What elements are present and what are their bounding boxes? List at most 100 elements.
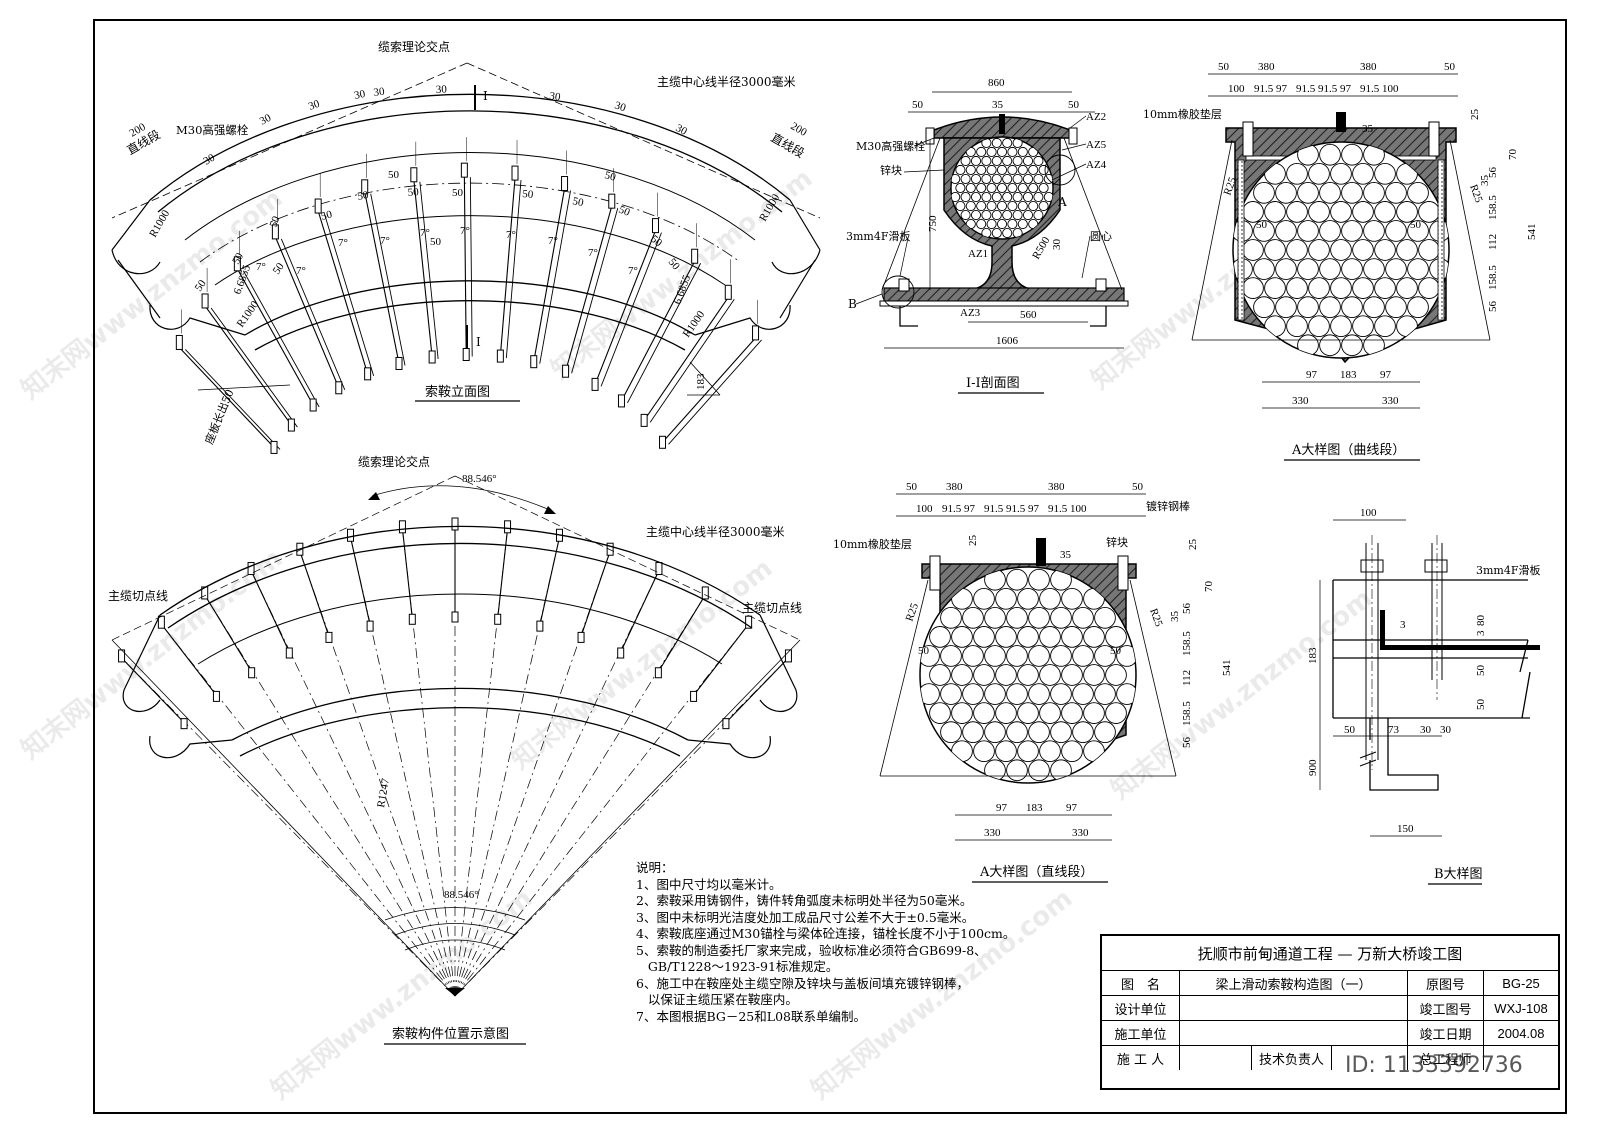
cable-strand <box>962 606 984 629</box>
dim-50: 50 <box>388 169 400 181</box>
tangent-line <box>454 475 801 641</box>
dim-7-degree: 7° <box>338 237 348 249</box>
dim-35: 35 <box>1362 123 1374 135</box>
cable-strand <box>1418 239 1440 261</box>
cable-strand <box>1407 296 1429 319</box>
bolt-icon <box>247 562 255 576</box>
bolt-icon <box>606 542 614 556</box>
cable-strand <box>1050 645 1072 667</box>
cable-strand <box>1017 218 1028 230</box>
dim-label: 91.5 <box>1296 83 1316 95</box>
cable-strand <box>951 173 961 185</box>
saddle-rib <box>643 296 729 421</box>
angle-arc <box>404 939 506 951</box>
original-no-value: BG-25 <box>1502 975 1540 991</box>
cable-strand <box>1028 182 1039 194</box>
bolt-icon <box>408 613 416 625</box>
dim-35: 35 <box>992 99 1004 111</box>
cable-strand <box>1050 721 1072 744</box>
bolt-icon <box>690 690 698 702</box>
cable-strand <box>1286 239 1308 261</box>
saddle-rib <box>280 238 346 390</box>
radial-line <box>350 537 456 997</box>
cable-strand <box>1319 220 1341 242</box>
project-title: 抚顺市前甸通道工程 — 万新大桥竣工图 <box>1102 936 1558 971</box>
cable-strand <box>1072 683 1094 705</box>
cable-strand <box>1002 191 1013 203</box>
dim-183: 183 <box>1340 369 1357 381</box>
bolt-icon <box>591 377 599 391</box>
apex-marker <box>445 988 465 996</box>
cable-strand <box>1352 239 1374 261</box>
saddle-rib <box>533 188 566 362</box>
cable-strand <box>1006 606 1028 629</box>
cable-strand <box>1083 626 1105 648</box>
detail-a-curve-title: A大样图（曲线段） <box>1291 443 1405 458</box>
cable-strand <box>1341 143 1363 166</box>
note-line: 5、索鞍的制造委托厂家来完成，验收标准必须符合GB699-8、 <box>636 942 987 958</box>
cable-strand <box>986 146 997 158</box>
angle-arc <box>384 907 526 921</box>
bolt-icon <box>361 179 369 195</box>
bolt-icon <box>640 413 648 427</box>
cable-strand <box>1330 277 1352 299</box>
saddle-elevation-view: 缆索理论交点 主缆中心线半径3000毫米 M30高强螺栓 直线段 直线段 200… <box>111 39 821 454</box>
cable-strand <box>1330 239 1352 261</box>
cable-strand <box>920 645 940 667</box>
saddle-rib <box>657 594 706 673</box>
cable-strand <box>1253 296 1275 319</box>
detail-mark-b: B <box>848 297 857 311</box>
radial-line <box>454 657 789 997</box>
dim-label: 100 <box>916 503 933 515</box>
dim-30: 30 <box>373 85 386 98</box>
cable-strand <box>1418 277 1440 299</box>
radial-line <box>204 594 456 997</box>
dim-56: 56 <box>1487 301 1499 313</box>
radial-line <box>454 528 508 997</box>
dim-112: 112 <box>1181 670 1193 686</box>
title-row: 施 工 人 技术负责人 总工程师 <box>1102 1046 1558 1070</box>
angle-arc <box>394 923 516 936</box>
saddle-rib <box>620 260 696 402</box>
cable-strand <box>1341 296 1363 319</box>
saddle-rib <box>419 181 439 360</box>
radial-line <box>402 528 456 997</box>
cable-strand <box>1028 568 1050 591</box>
original-no-label: 原图号 <box>1408 971 1484 995</box>
dim-50: 50 <box>603 169 617 184</box>
saddle-rib <box>364 191 400 364</box>
cable-strand <box>1028 164 1039 176</box>
cable-strand <box>1061 626 1083 648</box>
saddle-rib <box>204 594 253 673</box>
title-row: 设计单位 竣工图号 WXJ-108 <box>1102 996 1558 1021</box>
cable-strand <box>940 683 962 705</box>
cable-strand <box>984 759 1006 782</box>
cable-strand <box>1022 173 1034 185</box>
dim-25: 25 <box>1187 539 1199 551</box>
r1000-label: R1000 <box>147 208 172 240</box>
dim-label: 100 <box>1382 83 1399 95</box>
bolt-icon <box>285 647 293 659</box>
cable-strand <box>1297 296 1319 319</box>
saddle-rib <box>693 623 750 696</box>
cable-strand <box>1374 239 1396 261</box>
cable-strand <box>1050 759 1072 782</box>
tangent-label-right: 主缆切点线 <box>742 601 802 615</box>
dim-7-degree: 7° <box>256 261 266 273</box>
saddle-rib <box>121 657 185 724</box>
dim-560: 560 <box>1020 309 1037 321</box>
cable-strand <box>1407 181 1429 204</box>
bolt-icon <box>651 218 659 234</box>
cable-strand <box>991 173 1002 185</box>
layout-title: 索鞍构件位置示意图 <box>392 1026 509 1042</box>
bolt-icon <box>511 165 519 181</box>
saddle-rib <box>580 551 611 637</box>
saddle-rib <box>323 212 375 376</box>
dim-50: 50 <box>571 195 585 209</box>
cable-strand <box>996 218 1008 230</box>
radial-line <box>454 551 611 997</box>
rubber-pad-label: 10mm橡胶垫层 <box>833 537 912 551</box>
cable-strand <box>996 164 1008 176</box>
cable-strand <box>1006 759 1028 782</box>
